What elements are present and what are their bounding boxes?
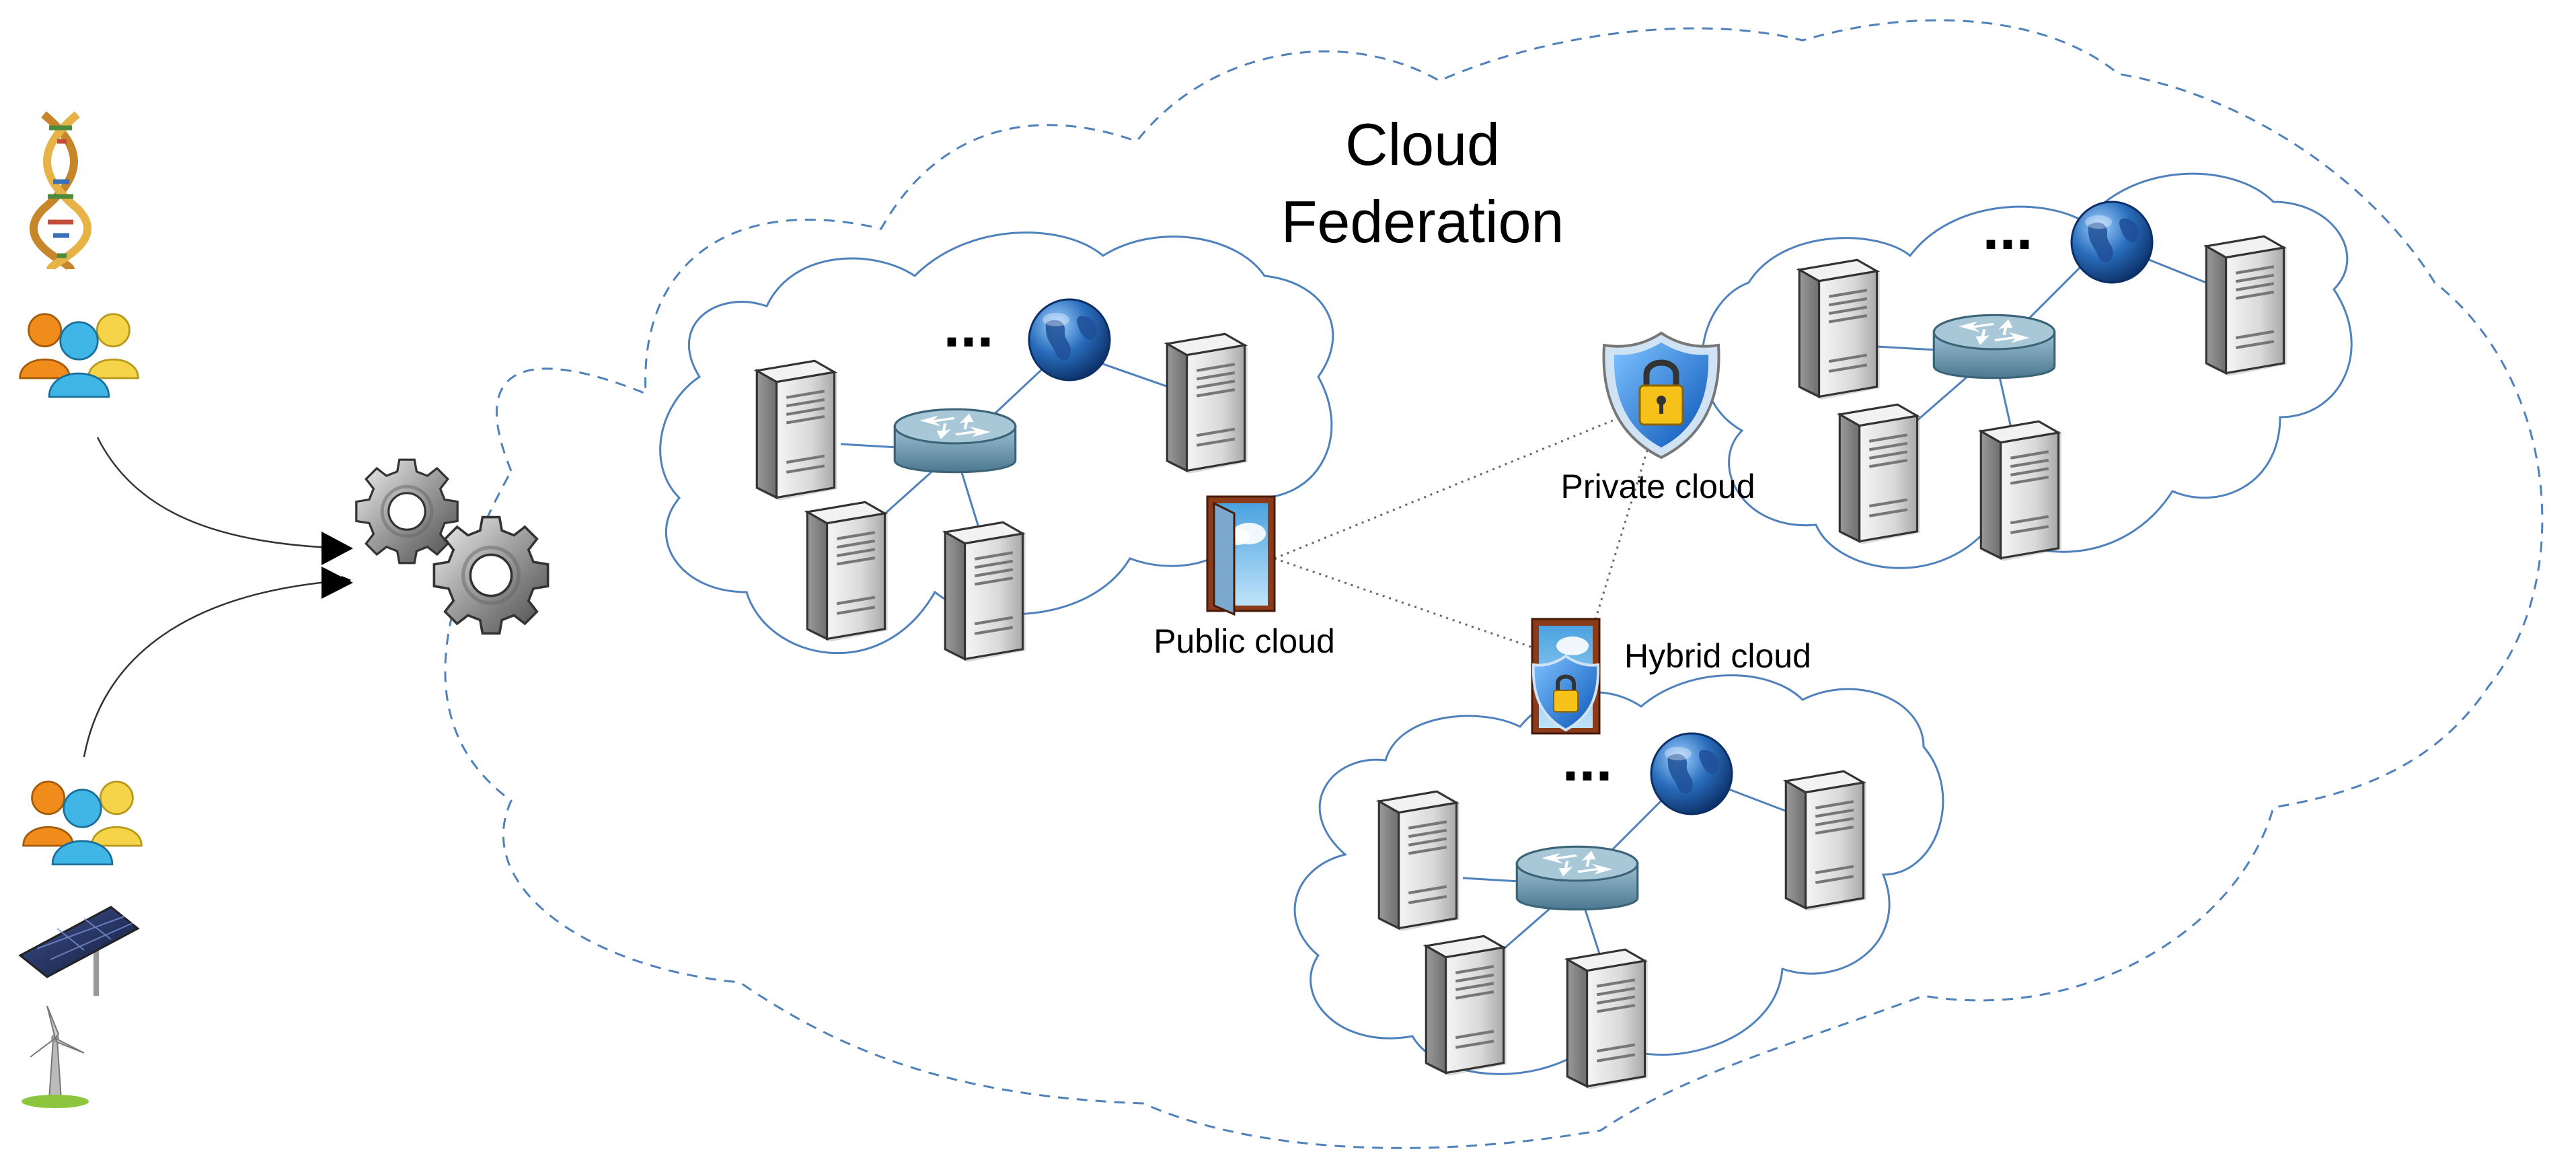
- router-icon: [1515, 845, 1639, 911]
- dna-icon: [29, 111, 92, 271]
- hybrid-cloud-ellipsis: ...: [1562, 727, 1612, 794]
- solar-panel-icon: [18, 906, 140, 996]
- arrow-head-upper: [321, 532, 353, 565]
- server-icon: [1379, 791, 1459, 931]
- lower-input-arrow: [83, 575, 351, 758]
- upper-input-arrow: [96, 437, 351, 553]
- server-icon: [1426, 936, 1506, 1075]
- private-cloud-label: Private cloud: [1560, 468, 1755, 505]
- public-cloud-label: Public cloud: [1153, 622, 1335, 660]
- dotted-links: [1274, 416, 1653, 661]
- federation-cloud-outline: [444, 19, 2544, 1149]
- router-icon: [893, 408, 1017, 474]
- server-icon: [1567, 949, 1647, 1089]
- globe-icon: [2070, 201, 2154, 284]
- public-cloud-group: ...: [659, 231, 1334, 662]
- public-door-icon: [1206, 495, 1276, 616]
- router-icon: [1932, 314, 2056, 379]
- globe-icon: [1028, 298, 1111, 382]
- user-group-icon: [22, 780, 143, 866]
- private-cloud-ellipsis: ...: [1982, 195, 2033, 262]
- server-icon: [1786, 771, 1866, 910]
- hybrid-door-lock-icon: [1531, 618, 1601, 735]
- private-cloud-group: ...: [1701, 172, 2353, 569]
- server-icon: [1167, 334, 1247, 473]
- security-shield-lock-icon: [1602, 331, 1720, 460]
- title-line2: Federation: [1281, 188, 1564, 255]
- server-icon: [757, 361, 837, 500]
- user-group-icon: [19, 313, 139, 398]
- arrow-head-lower: [321, 567, 353, 599]
- server-icon: [1840, 404, 1920, 544]
- title-line1: Cloud: [1345, 111, 1500, 178]
- server-icon: [1799, 260, 1879, 399]
- wind-turbine-icon: [22, 1005, 89, 1108]
- gears-icon: [356, 460, 548, 633]
- server-icon: [807, 502, 887, 641]
- public-cloud-ellipsis: ...: [943, 293, 993, 360]
- hybrid-cloud-label: Hybrid cloud: [1624, 637, 1811, 675]
- server-icon: [1981, 421, 2061, 560]
- server-icon: [945, 522, 1025, 661]
- hybrid-cloud-group: ...: [1293, 674, 1944, 1089]
- globe-icon: [1650, 732, 1733, 815]
- server-icon: [2206, 236, 2286, 375]
